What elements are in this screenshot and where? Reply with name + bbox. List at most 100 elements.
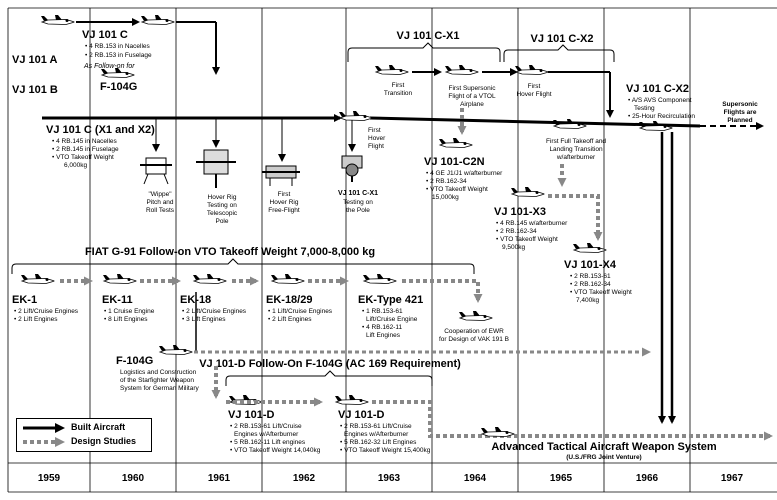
f104g-line-3: System for German Military bbox=[120, 385, 199, 392]
ek18-line-2: • 3 Lift Engines bbox=[182, 316, 226, 323]
year-1964: 1964 bbox=[464, 473, 487, 484]
x2-line-2: Testing bbox=[634, 105, 655, 112]
x2-label: VJ 101 C-X2 bbox=[626, 83, 689, 95]
vj101d-b-line-1: • 2 RB.153-61 Lift/Cruise bbox=[340, 423, 412, 430]
vj101c-x1x2-line-1: • 4 RB.145 in Nacelles bbox=[52, 138, 118, 145]
x2-line-3: • 25-Hour Recirculation bbox=[628, 113, 695, 120]
ewr-line-1: Cooperation of EWR bbox=[444, 328, 504, 335]
ek11-title: EK-11 bbox=[102, 294, 133, 306]
first-hover-rig-line-2: Hover Rig bbox=[270, 199, 299, 206]
year-1967: 1967 bbox=[721, 473, 744, 484]
x1-pole-line-2: Testing on bbox=[343, 199, 373, 206]
hover-rig-line-3: Telescopic bbox=[207, 210, 238, 217]
f104g-line-1: Logistics and Construction bbox=[120, 369, 197, 376]
fiat-title: FIAT G-91 Follow-on VTO Takeoff Weight 7… bbox=[85, 246, 375, 258]
vj101c-early-aircraft-2 bbox=[140, 14, 175, 25]
wippe-line-2: Pitch and bbox=[146, 199, 173, 206]
x4-line-2: • 2 RB.162-34 bbox=[570, 281, 611, 288]
x2-bracket-title: VJ 101 C-X2 bbox=[531, 33, 594, 45]
f104g-aircraft bbox=[158, 344, 193, 355]
first-hover-rig-line-3: Free-Flight bbox=[268, 207, 300, 214]
vj101d-b-title: VJ 101-D bbox=[338, 409, 385, 421]
year-1959: 1959 bbox=[38, 473, 61, 484]
c2n-line-1: • 4 GE J1/J1 w/afterburner bbox=[426, 170, 503, 177]
x2-first-hover-line-2: Hover Flight bbox=[516, 91, 551, 98]
ek1829-line-1: • 1 Lift/Cruise Engines bbox=[268, 308, 333, 315]
hover-rig-line-4: Pole bbox=[215, 218, 228, 225]
year-1961: 1961 bbox=[208, 473, 231, 484]
atawc-aircraft bbox=[480, 426, 515, 437]
wippe-line-1: "Wippe" bbox=[148, 191, 172, 198]
x1-first-hover-line-3: Flight bbox=[368, 143, 384, 150]
ek1829-line-2: • 2 Lift Engines bbox=[268, 316, 312, 323]
vj101a-label: VJ 101 A bbox=[12, 54, 58, 66]
vj101c-early-line-1: • 4 RB.153 in Nacelles bbox=[85, 43, 151, 50]
x3-line-1: • 4 RB.145 w/afterburner bbox=[496, 220, 568, 227]
vj101c-early-followon: As Follow-on for bbox=[83, 63, 135, 70]
legend-studies-label: Design Studies bbox=[71, 436, 137, 446]
vj101d-a-line-3: • 5 RB.162-11 Lift engines bbox=[230, 439, 306, 446]
ewr-aircraft bbox=[458, 310, 493, 321]
fiat-bracket bbox=[11, 258, 475, 274]
x3-line-2: • 2 RB.162-34 bbox=[496, 228, 537, 235]
vj101c-early-arrow bbox=[76, 18, 220, 75]
vj101c-early-title: VJ 101 C bbox=[82, 29, 128, 41]
hover-rig-line-1: Hover Rig bbox=[208, 194, 237, 201]
legend: Built Aircraft Design Studies bbox=[16, 418, 152, 452]
x1-first-hover-line-1: First bbox=[368, 127, 381, 134]
vj101d-followon-title: VJ 101-D Follow-On F-104G (AC 169 Requir… bbox=[199, 358, 461, 370]
vj101d-b-to-atawc-arrow bbox=[372, 400, 486, 438]
hover-rig-pole-icon bbox=[196, 149, 236, 188]
x2-bracket bbox=[503, 44, 615, 62]
year-1966: 1966 bbox=[636, 473, 659, 484]
atawc-sub: (U.S./FRG Joint Venture) bbox=[566, 454, 641, 461]
year-1963: 1963 bbox=[378, 473, 401, 484]
atawc-title: Advanced Tactical Aircraft Weapon System bbox=[491, 441, 717, 453]
vj101c-x1x2-line-3: • VTO Takeoff Weight bbox=[52, 154, 114, 161]
x2-first-hover-aircraft bbox=[514, 64, 549, 75]
x4-aircraft bbox=[572, 242, 607, 253]
ek11-line-1: • 1 Cruise Engine bbox=[104, 308, 155, 315]
test-rig-drops bbox=[152, 118, 356, 162]
hover-rig-line-2: Testing on bbox=[207, 202, 237, 209]
vj101d-bracket bbox=[225, 370, 433, 386]
ek421-title: EK-Type 421 bbox=[358, 294, 423, 306]
hover-rig-free-flight-icon bbox=[262, 165, 300, 186]
x1-pole-line-3: the Pole bbox=[346, 207, 370, 214]
x1-first-hover-line-2: Hover bbox=[368, 135, 386, 142]
year-1962: 1962 bbox=[293, 473, 316, 484]
x2-first-full-line-1: First Full Takeoff and bbox=[546, 138, 606, 145]
vj101d-a-line-1: • 2 RB.153-61 Lift/Cruise bbox=[230, 423, 302, 430]
c2n-line-4: 15,000kg bbox=[432, 194, 459, 201]
ek421-line-4: Lift Engines bbox=[366, 332, 401, 339]
vj101c-early-aircraft-1 bbox=[40, 14, 75, 25]
x4-line-4: 7,400kg bbox=[576, 297, 600, 304]
x1-bracket bbox=[347, 42, 501, 62]
vj101d-b-aircraft bbox=[334, 394, 369, 405]
ek11-line-2: • 8 Lift Engines bbox=[104, 316, 148, 323]
x3-line-4: 9,500kg bbox=[502, 244, 526, 251]
wippe-line-3: Roll Tests bbox=[146, 207, 175, 214]
ek1-line-2: • 2 Lift Engines bbox=[14, 316, 58, 323]
c2n-line-2: • 2 RB.162-34 bbox=[426, 178, 467, 185]
vj101d-a-title: VJ 101-D bbox=[228, 409, 275, 421]
wippe-rig-icon bbox=[140, 157, 172, 185]
x1-first-hover-aircraft bbox=[338, 110, 373, 121]
x1-supersonic-line-1: First Supersonic bbox=[449, 85, 497, 92]
ewr-line-2: for Design of VAK 191 B bbox=[439, 336, 509, 343]
f104g-line-2: of the Starfighter Weapon bbox=[120, 377, 194, 384]
year-labels: 1959 1960 1961 1962 1963 1964 1965 1966 … bbox=[38, 473, 744, 484]
x3-to-x4-arrow bbox=[548, 194, 603, 241]
year-1965: 1965 bbox=[550, 473, 573, 484]
ek421-line-3: • 4 RB.162-11 bbox=[362, 324, 402, 331]
c2n-aircraft bbox=[438, 137, 473, 148]
x1-supersonic-aircraft bbox=[444, 64, 479, 75]
vj101d-b-line-3: • 5 RB.162-32 Lift Engines bbox=[340, 439, 417, 446]
ek421-aircraft bbox=[362, 273, 397, 284]
year-1960: 1960 bbox=[122, 473, 145, 484]
ek1-title: EK-1 bbox=[12, 294, 37, 306]
ek421-line-1: • 1 RB.153-61 bbox=[362, 308, 403, 315]
x1-supersonic-line-3: Airplane bbox=[460, 101, 484, 108]
